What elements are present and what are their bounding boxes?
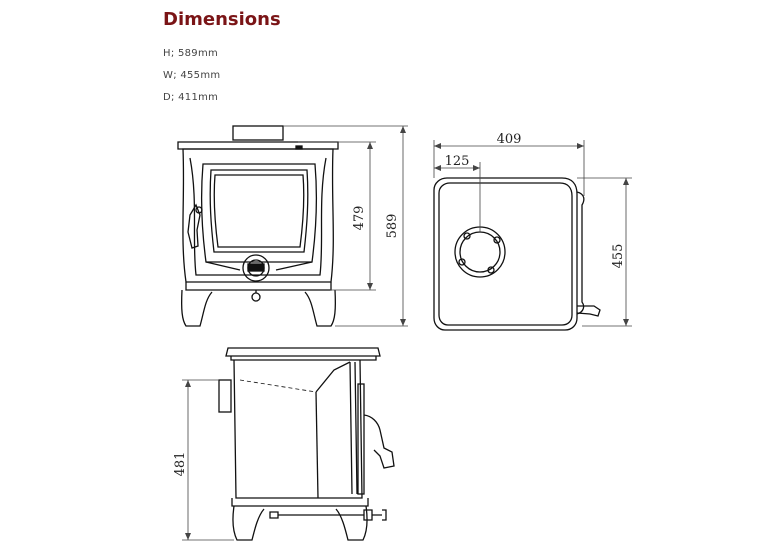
front-view [177, 125, 339, 327]
side-body [233, 359, 363, 499]
spec-depth: D; 411mm [163, 92, 219, 103]
right-leg [304, 289, 337, 327]
side-dimension-arrows [185, 380, 191, 540]
dim-label-125: 125 [445, 154, 470, 169]
dim-label-481: 481 [173, 452, 188, 477]
door-glass-inner [213, 174, 305, 248]
air-control-outer [242, 254, 270, 282]
top-view [433, 177, 601, 331]
side-view [218, 347, 395, 541]
side-top-plate [225, 347, 381, 357]
flue-lug-2 [493, 236, 501, 244]
door-handle [187, 203, 201, 249]
top-plate-inner [438, 182, 573, 326]
top-dimensions [433, 140, 632, 327]
spec-height: H; 589mm [163, 48, 219, 59]
flue-collar [232, 125, 284, 141]
door-glass [209, 169, 309, 253]
dim-label-455: 455 [611, 244, 626, 269]
side-plinth [231, 498, 369, 507]
handle-edge [576, 191, 585, 315]
riddling-knob [251, 292, 261, 302]
flue-lug-3 [458, 258, 466, 266]
side-body-curve [315, 361, 351, 393]
stove-body-inner-line [189, 157, 327, 276]
rear-flue-spigot [218, 379, 232, 413]
left-leg [180, 289, 213, 327]
stove-top-plate [177, 141, 339, 150]
top-plate-marker [295, 145, 303, 150]
plinth [185, 282, 332, 291]
top-dimension-arrows [434, 143, 629, 326]
side-body-seam [315, 391, 319, 499]
side-rear-leg [335, 505, 368, 541]
side-dimensions [182, 379, 234, 541]
ash-lip [205, 261, 313, 271]
dim-label-479: 479 [352, 206, 367, 231]
dim-label-589: 589 [385, 214, 400, 239]
side-front-leg [232, 505, 265, 541]
top-view-handle [576, 305, 601, 317]
hidden-line [239, 379, 317, 393]
dim-label-409: 409 [497, 132, 522, 147]
flue-lug-4 [487, 266, 495, 274]
handle-pivot [195, 206, 203, 214]
page-title: Dimensions [163, 9, 281, 30]
side-door-handle [363, 414, 395, 469]
air-control-knob [247, 263, 265, 272]
top-plate-outline [433, 177, 578, 331]
side-door-hinge [357, 383, 365, 495]
side-door-edge [349, 361, 358, 495]
flue-lug-1 [463, 232, 471, 240]
front-dimensions [283, 125, 408, 327]
flue-outlet-outer [454, 226, 506, 278]
front-dimension-arrows [367, 126, 406, 326]
side-top-lip [230, 356, 377, 361]
spec-width: W; 455mm [163, 70, 221, 81]
riddling-mechanism [269, 509, 387, 521]
